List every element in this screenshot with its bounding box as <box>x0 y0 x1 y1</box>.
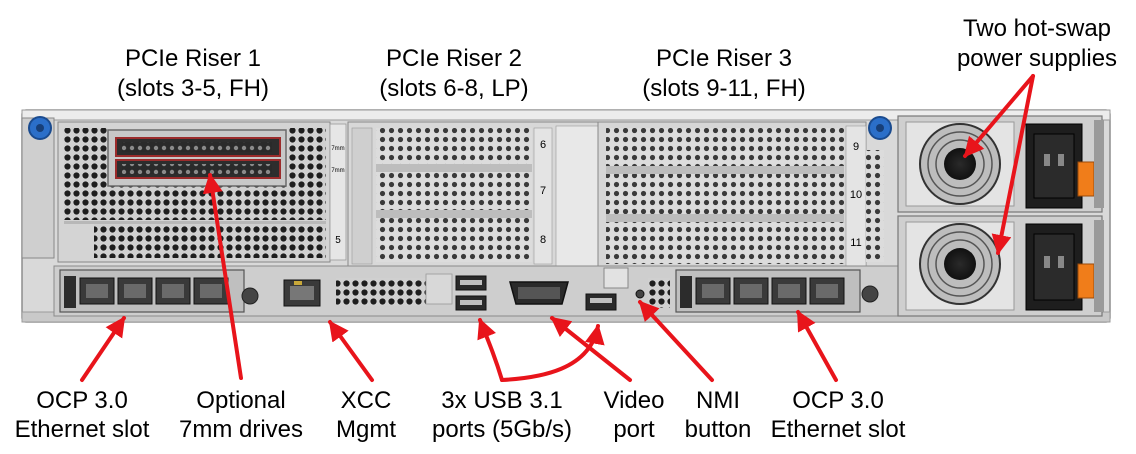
ocp-right-label-line2: Ethernet slot <box>771 416 906 443</box>
nmi-label-line2: button <box>685 416 752 443</box>
slot-number-10: 10 <box>850 189 862 201</box>
riser1-vent-bottom <box>94 224 326 258</box>
ocp-left-port-1[interactable] <box>79 277 115 305</box>
slot-number-8: 8 <box>540 234 546 246</box>
slot-number-11: 11 <box>850 237 861 249</box>
riser1-divider <box>64 221 326 224</box>
arrow-nmi <box>638 300 714 382</box>
riser2-label-line2: (slots 6-8, LP) <box>379 75 528 102</box>
callout-arrows <box>80 74 1035 382</box>
riser3-slot-11 <box>606 222 844 264</box>
riser3-slot-9 <box>606 128 844 166</box>
arrow-video <box>550 316 632 382</box>
slot-7mm-label-2: 7mm <box>331 168 344 174</box>
riser2-slot-8 <box>376 218 532 262</box>
xcc-label-line1: XCC <box>341 387 392 414</box>
riser3-slot-10 <box>606 174 844 214</box>
arrow-usb-left <box>477 318 504 382</box>
ocp-left-label-line1: OCP 3.0 <box>36 387 128 414</box>
ocp-right-label-line1: OCP 3.0 <box>792 387 884 414</box>
riser1-label-line1: PCIe Riser 1 <box>125 45 261 72</box>
psu-1-power-inlet[interactable] <box>1033 133 1075 199</box>
usb-label-line1: 3x USB 3.1 <box>441 387 562 414</box>
slot-number-5: 5 <box>335 235 341 246</box>
riser1-label-line2: (slots 3-5, FH) <box>117 75 269 102</box>
usb-label-line2: ports (5Gb/s) <box>432 416 572 443</box>
psu-1-handle[interactable] <box>1077 161 1095 197</box>
nmi-button[interactable] <box>635 289 645 299</box>
xcc-label-line2: Mgmt <box>336 416 396 443</box>
ocp-right-screw <box>861 285 879 303</box>
arrow-psu-2 <box>991 74 1035 255</box>
riser2-slot-7 <box>376 172 532 210</box>
riser3-label-line1: PCIe Riser 3 <box>656 45 792 72</box>
slot-number-7: 7 <box>540 185 546 197</box>
ocp-left-label-line2: Ethernet slot <box>15 416 150 443</box>
arrow-psu-1 <box>963 74 1035 158</box>
slot-7mm-label-1: 7mm <box>331 146 344 152</box>
psu-2-handle[interactable] <box>1077 263 1095 299</box>
riser1-vent-mid <box>92 186 292 220</box>
arrow-ocp-right <box>796 310 838 382</box>
riser1-label-strip <box>329 123 347 261</box>
video-label-line2: port <box>613 416 655 443</box>
drives-label-line2: 7mm drives <box>179 416 303 443</box>
ocp-right-ports <box>695 277 845 305</box>
slot-number-6: 6 <box>540 139 546 151</box>
arrow-drives <box>202 173 243 380</box>
psu-1 <box>897 115 1104 213</box>
nmi-label-line1: NMI <box>696 387 740 414</box>
arrow-usb-right <box>500 324 605 382</box>
slot-number-9: 9 <box>853 141 859 153</box>
drives-label-line1: Optional <box>196 387 285 414</box>
riser2-label-line1: PCIe Riser 2 <box>386 45 522 72</box>
psu-label-line1: Two hot-swap <box>963 15 1111 42</box>
riser1-vent-top-right <box>288 128 326 220</box>
video-label-line1: Video <box>604 387 665 414</box>
ocp-left-screw <box>241 287 259 305</box>
arrow-xcc <box>328 320 374 382</box>
riser3-label-line2: (slots 9-11, FH) <box>642 75 806 102</box>
arrow-ocp-left <box>80 316 126 382</box>
ocp-left-ports <box>79 277 229 305</box>
psu-label-line2: power supplies <box>957 45 1117 72</box>
psu-2-power-inlet[interactable] <box>1033 233 1075 301</box>
chassis-top-lip <box>21 109 1111 121</box>
riser2-slot-6 <box>376 128 532 164</box>
